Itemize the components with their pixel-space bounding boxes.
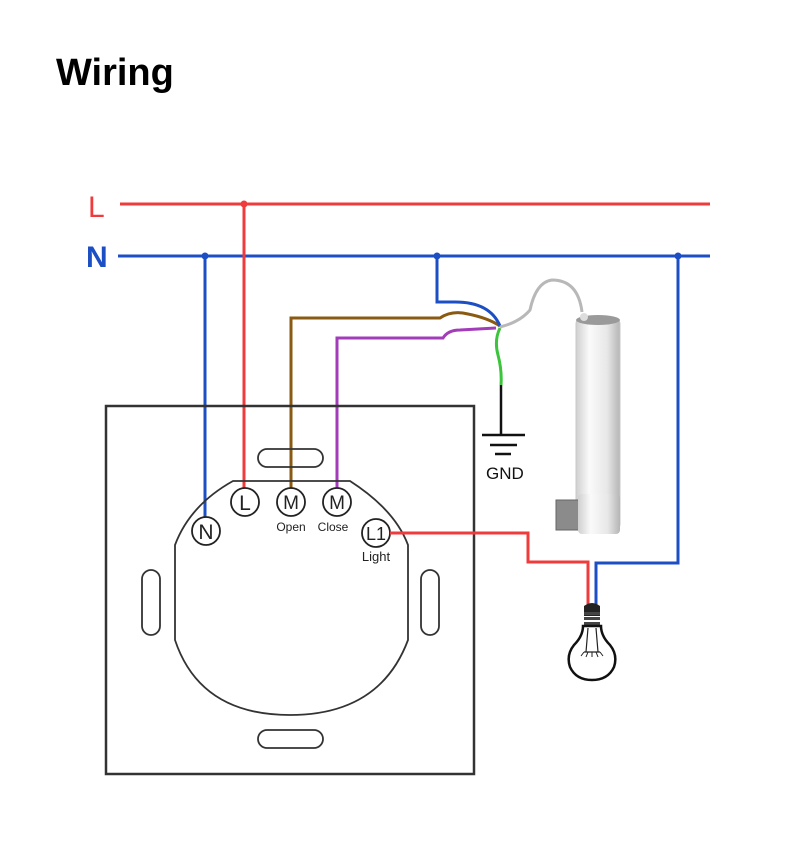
light-bulb-icon	[567, 603, 617, 682]
ground-label: GND	[486, 464, 524, 483]
svg-text:Light: Light	[362, 549, 391, 564]
neutral-bus-label: N	[86, 241, 108, 274]
open-wire	[289, 311, 501, 488]
switch-plate	[104, 404, 476, 776]
ground-icon	[482, 433, 525, 456]
tubular-motor-icon	[555, 313, 621, 534]
close-wire	[335, 326, 497, 488]
svg-text:Open: Open	[276, 520, 305, 534]
terminal-m-close: M Close	[318, 487, 352, 534]
lamp-neutral-wire	[594, 256, 680, 605]
terminal-m-open: M Open	[276, 487, 306, 534]
svg-text:L1: L1	[366, 524, 386, 544]
terminal-n: N	[191, 516, 221, 546]
terminal-l: L	[230, 487, 260, 517]
page-title: Wiring	[56, 52, 174, 94]
mounting-slot-bottom	[257, 729, 324, 749]
motor-cable	[499, 278, 584, 329]
light-wire	[390, 531, 590, 605]
svg-text:L: L	[239, 492, 251, 515]
switch-module	[174, 480, 409, 716]
svg-text:M: M	[283, 493, 299, 514]
live-bus-label: L	[88, 191, 105, 224]
mounting-slot-right	[420, 569, 440, 636]
ground-wire	[494, 327, 503, 386]
svg-text:Close: Close	[318, 520, 349, 534]
svg-text:M: M	[329, 493, 345, 514]
svg-text:N: N	[198, 521, 213, 544]
motor-neutral-wire	[435, 256, 502, 327]
mounting-slot-left	[141, 569, 161, 636]
terminal-l1: L1 Light	[361, 518, 391, 564]
mounting-slot-top	[257, 448, 324, 468]
